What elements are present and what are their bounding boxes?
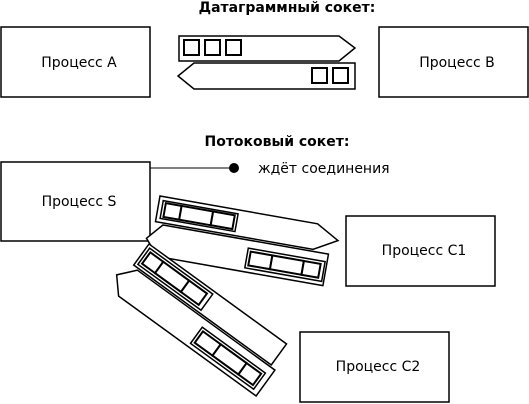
stream-connection-c2 xyxy=(115,242,288,398)
process-c1-label: Процесс C1 xyxy=(382,243,467,259)
listen-socket-dot xyxy=(229,163,239,173)
datagram-arrow-left xyxy=(176,62,356,90)
stream-packet xyxy=(300,259,322,279)
datagram-packet xyxy=(311,67,328,84)
process-b-box: Процесс B xyxy=(378,26,529,98)
process-c2-box: Процесс C2 xyxy=(299,331,450,403)
process-s-box: Процесс S xyxy=(0,161,151,242)
process-s-label: Процесс S xyxy=(42,194,117,210)
listen-label: ждёт соединения xyxy=(258,161,390,177)
datagram-arrow-right xyxy=(178,35,357,62)
process-c2-label: Процесс C2 xyxy=(336,359,421,375)
datagram-packet xyxy=(204,39,221,56)
stream-packet xyxy=(247,250,274,271)
stream-title: Потоковый сокет: xyxy=(204,134,349,150)
stream-packet xyxy=(209,210,236,231)
stream-packet xyxy=(236,361,263,387)
process-a-box: Процесс A xyxy=(0,26,151,98)
stream-connection-c1 xyxy=(145,195,340,287)
process-c1-box: Процесс C1 xyxy=(345,215,496,287)
datagram-title: Датаграммный сокет: xyxy=(199,0,376,16)
datagram-packet xyxy=(225,39,242,56)
datagram-packet xyxy=(332,67,349,84)
stream-packet xyxy=(179,279,209,307)
datagram-packet xyxy=(183,39,200,56)
process-a-label: Процесс A xyxy=(41,55,117,71)
process-b-label: Процесс B xyxy=(419,55,495,71)
